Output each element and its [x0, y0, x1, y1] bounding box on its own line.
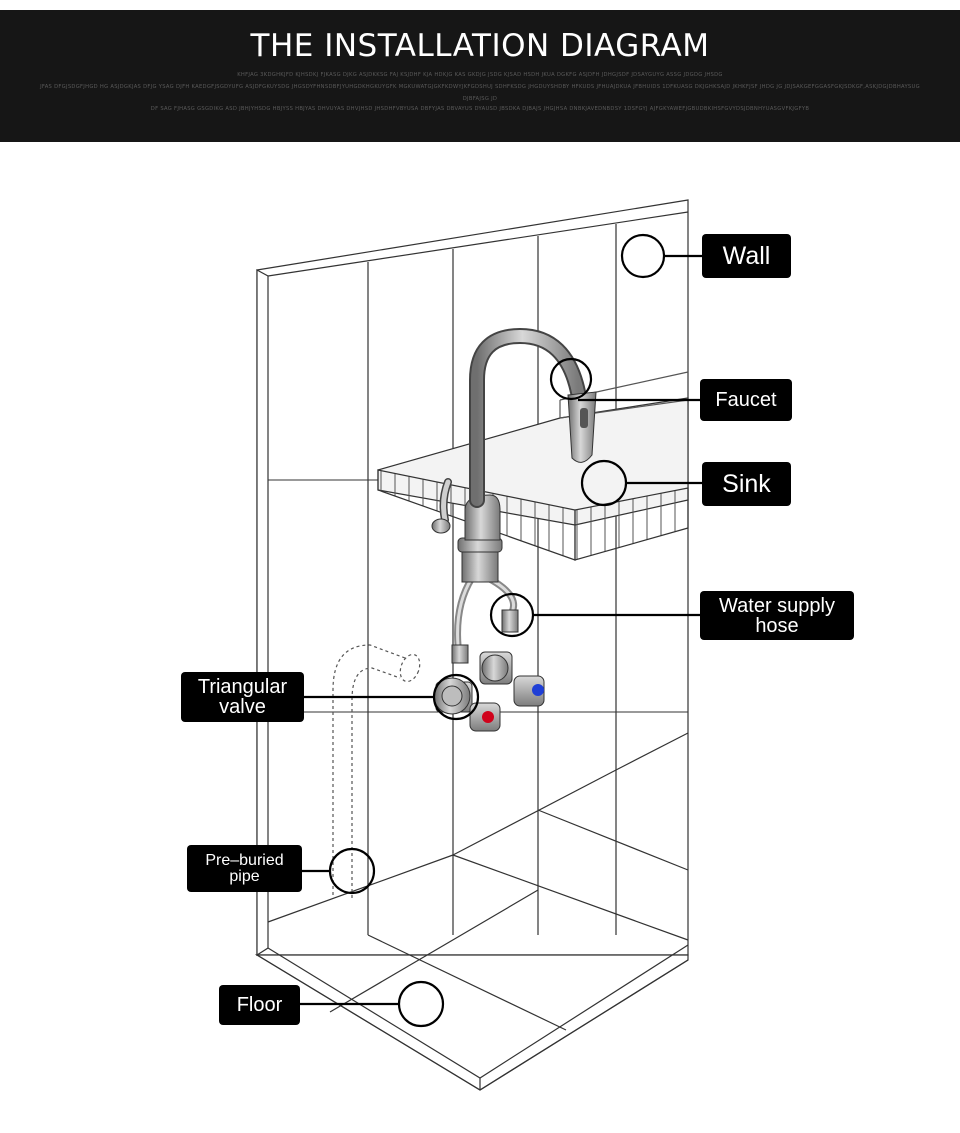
pre-buried-pipe: [332, 644, 421, 898]
label-pipe-text: Pre–buried pipe: [205, 851, 284, 885]
subtext-line-2: JFAS DFGJSDGFJHGD HG ASJDGKJAS DFJG YSAG…: [40, 84, 920, 90]
label-floor-text: Floor: [236, 994, 283, 1016]
label-sink: Sink: [702, 462, 791, 506]
label-pipe: Pre–buried pipe: [187, 845, 302, 892]
callout-wall: [620, 233, 703, 279]
label-valve-text: Triangular valve: [197, 676, 288, 718]
header-band: [0, 10, 960, 142]
label-sink-text: Sink: [722, 469, 771, 498]
subtext-line-1: KHFJAG 3KDGHKJFD KJHSDKJ FJKASG DJKG ASJ…: [237, 72, 723, 78]
callout-valve: [304, 673, 480, 721]
faucet-drawing: [431, 327, 597, 583]
label-floor: Floor: [219, 985, 300, 1025]
floor-drawing: [254, 769, 689, 1091]
page-title: THE INSTALLATION DIAGRAM: [250, 28, 710, 64]
valve-cold: [479, 651, 545, 707]
subtext-line-3: DJBFAJSG JD: [462, 96, 498, 102]
label-hose: Water supply hose: [700, 591, 854, 640]
label-faucet: Faucet: [700, 379, 792, 421]
subtext-line-4: DF SAG FJHASG GSGDIKG ASD JBHJYHSDG HBJY…: [150, 106, 810, 112]
callout-hose: [489, 592, 701, 638]
label-wall: Wall: [702, 234, 791, 278]
callout-pipe: [302, 847, 376, 895]
callout-sink: [580, 459, 703, 507]
callout-faucet: [549, 357, 701, 402]
label-hose-text: Water supply hose: [719, 594, 835, 637]
label-wall-text: Wall: [722, 241, 771, 270]
label-faucet-text: Faucet: [715, 389, 777, 411]
callout-floor: [300, 980, 445, 1028]
label-valve: Triangular valve: [181, 672, 304, 722]
